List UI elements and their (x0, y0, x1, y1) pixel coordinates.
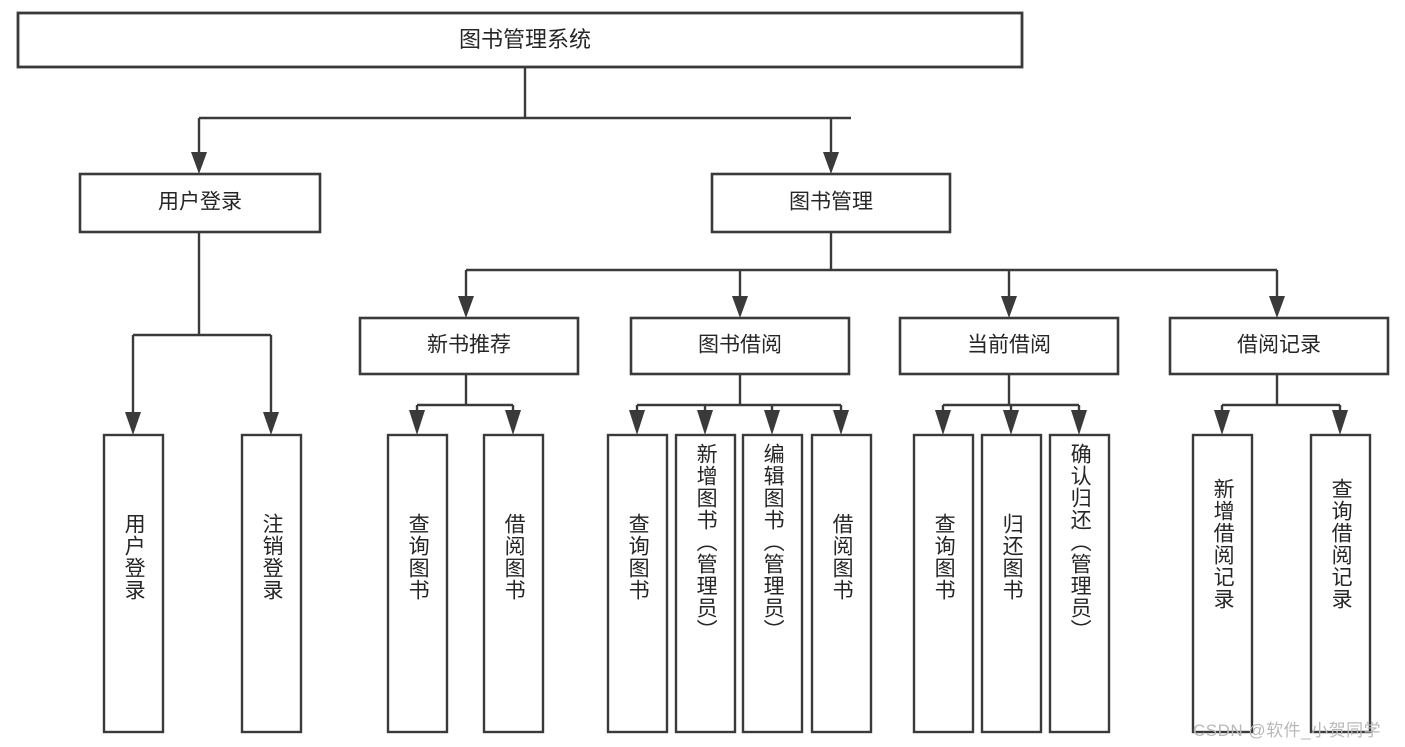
node-root-box[interactable] (16, 11, 1024, 69)
node-layer: 图书管理系统 用户登录 图书管理 新书推荐 图书借阅 当前借阅 借阅记录 (16, 11, 1390, 734)
arrowhead-leaf-return-book (1003, 410, 1019, 435)
node-leaf-add-book-box[interactable] (674, 433, 737, 734)
node-root-label: 图书管理系统 (459, 27, 591, 52)
arrowhead-leaf-user-login (125, 412, 141, 435)
csdn-watermark: CSDN @软件_小贺同学 (1193, 721, 1382, 740)
arrowhead-leaf-query-book-2 (629, 410, 645, 435)
node-leaf-add-record-box[interactable] (1191, 433, 1254, 734)
arrowhead-leaf-borrow-book-1 (505, 410, 521, 435)
node-leaf-query-book-1-box[interactable] (386, 433, 449, 734)
node-current-borrow-label: 当前借阅 (967, 334, 1051, 357)
arrowhead-leaf-borrow-book-2 (833, 410, 849, 435)
node-book-manage-label: 图书管理 (789, 191, 873, 214)
node-book-borrow-label: 图书借阅 (698, 334, 782, 357)
node-leaf-query-book-3-box[interactable] (912, 433, 975, 734)
node-leaf-return-book-box[interactable] (980, 433, 1043, 734)
node-leaf-confirm-return-box[interactable] (1048, 433, 1111, 734)
arrowhead-book-manage (823, 152, 839, 174)
node-borrow-record-label: 借阅记录 (1237, 334, 1321, 357)
node-leaf-borrow-book-2-box[interactable] (810, 433, 873, 734)
arrowhead-leaf-add-book (697, 410, 713, 435)
node-new-book-recommend-label: 新书推荐 (427, 334, 511, 357)
node-book-manage-box[interactable] (710, 172, 952, 234)
node-book-borrow-box[interactable] (629, 316, 851, 376)
arrowhead-new-book-recommend (458, 296, 474, 318)
node-user-login-box[interactable] (78, 172, 322, 234)
node-leaf-borrow-book-1-box[interactable] (482, 433, 545, 734)
arrowhead-leaf-query-book-1 (409, 410, 425, 435)
node-leaf-user-logout-box[interactable] (240, 433, 303, 734)
node-leaf-query-book-2-box[interactable] (606, 433, 669, 734)
node-user-login-label: 用户登录 (158, 191, 242, 214)
arrowhead-borrow-record (1269, 296, 1285, 318)
node-leaf-edit-book-box[interactable] (741, 433, 804, 734)
node-borrow-record-box[interactable] (1168, 316, 1390, 376)
arrowhead-leaf-edit-book (764, 410, 780, 435)
node-new-book-recommend-box[interactable] (358, 316, 580, 376)
node-leaf-user-login-box[interactable] (102, 433, 165, 734)
arrowhead-leaf-query-book-3 (935, 410, 951, 435)
arrowhead-current-borrow (1001, 296, 1017, 318)
arrowhead-leaf-user-logout (263, 412, 279, 435)
arrowhead-leaf-add-record (1214, 410, 1230, 435)
arrowhead-book-borrow (732, 296, 748, 318)
arrowhead-leaf-query-record (1332, 410, 1348, 435)
connector-layer (125, 67, 1348, 435)
arrowhead-leaf-confirm-return (1071, 410, 1087, 435)
node-leaf-query-record-box[interactable] (1309, 433, 1372, 734)
arrowhead-user-login (191, 152, 207, 174)
node-current-borrow-box[interactable] (898, 316, 1120, 376)
